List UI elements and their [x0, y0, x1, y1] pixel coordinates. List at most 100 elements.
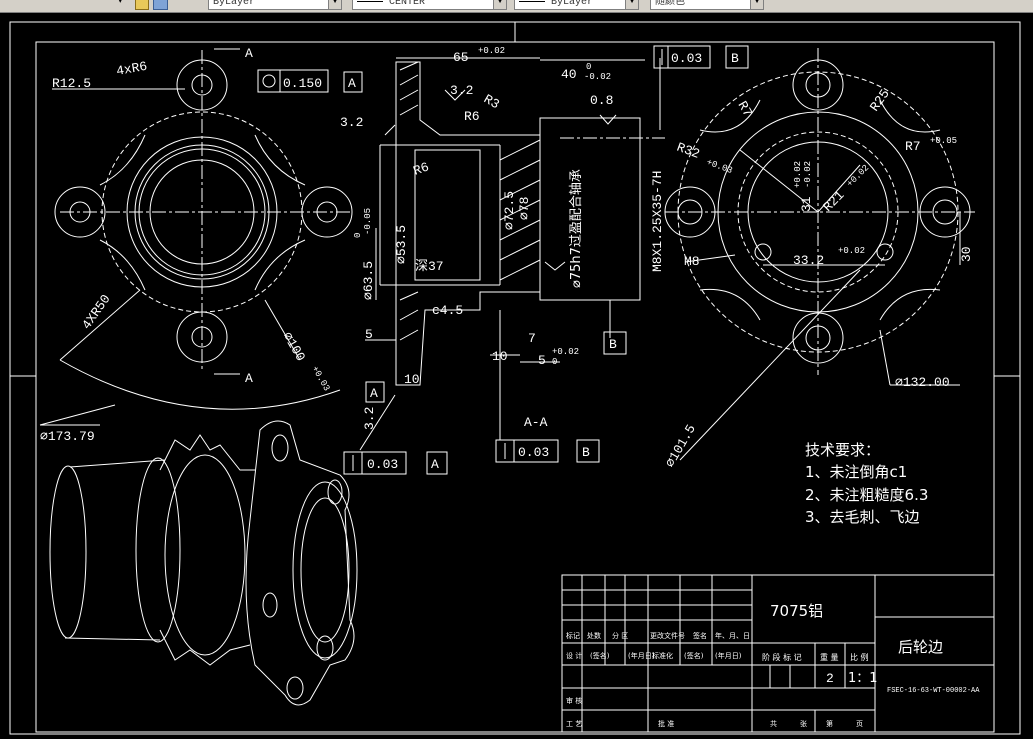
chevron-down-icon[interactable]: ▼	[328, 0, 341, 9]
flange-notch	[699, 99, 941, 321]
dim-tolerance: 0	[586, 62, 591, 72]
dim-text: R12.5	[52, 76, 91, 91]
dim-text: 4xR6	[115, 59, 148, 79]
dim-text: R7	[735, 99, 756, 120]
dim-text: 31	[799, 196, 814, 212]
linetype-select[interactable]: CENTER▼	[352, 0, 507, 10]
tb-cell: (年月日)	[628, 651, 655, 660]
layer-state-icon[interactable]	[135, 0, 149, 10]
tb-cell: 批 准	[658, 719, 674, 728]
front-view-left	[39, 48, 353, 426]
note-item: 3、去毛刺、飞边	[805, 508, 920, 526]
roughness-symbol	[384, 89, 617, 271]
tol-leader	[359, 394, 396, 451]
dim-text: R6	[464, 109, 480, 124]
dim-text: ⌀132.00	[895, 375, 950, 390]
tb-cell: 工 艺	[566, 720, 582, 728]
dim-text: 10	[492, 349, 508, 364]
dim-text: 7	[528, 331, 536, 346]
dim-text: R7	[905, 139, 921, 154]
iso-bore-inner	[300, 497, 350, 643]
dim-text: ⌀173.79	[40, 429, 95, 444]
dim-tolerance: -0.02	[584, 72, 611, 82]
dim-text: ⌀72.5	[502, 191, 517, 230]
flatness-value: 0.150	[283, 76, 322, 91]
leader	[39, 404, 116, 426]
view-marker: A	[245, 46, 253, 61]
tb-cell: 共	[770, 719, 777, 728]
iso-flange	[245, 420, 355, 706]
chevron-down-icon[interactable]: ▼	[625, 0, 638, 9]
dim-tolerance: +0.05	[930, 136, 957, 146]
dim-text: R25	[867, 87, 893, 115]
properties-toolbar: ▾ ByLayer▼ CENTER▼ ByLayer▼ 随颜色▼	[0, 0, 1033, 13]
dim-text: ⌀100	[280, 330, 309, 365]
drawing-number: FSEC-16-63-WT-00002-AA	[887, 687, 980, 695]
tolerance-value: 0.03	[671, 51, 702, 66]
tolerance-value: 0.03	[518, 445, 549, 460]
dim-text: 4XR50	[79, 292, 114, 333]
tb-cell: 页	[856, 720, 863, 728]
thread-hole	[876, 243, 894, 261]
dim-text: R21	[820, 188, 847, 215]
chevron-down-icon[interactable]: ▼	[750, 0, 763, 9]
perpendicularity-frame	[653, 45, 711, 69]
dim-tolerance: +0.02	[793, 161, 803, 188]
tb-cell: 审 核	[566, 696, 582, 705]
dim-tolerance: +0.02	[838, 246, 865, 256]
tb-header: 处数	[587, 631, 601, 640]
dim-text: 深37	[415, 259, 444, 274]
flatness-icon	[262, 74, 276, 88]
title-block-frame	[561, 574, 995, 733]
tb-header: 比 例	[850, 652, 869, 662]
note-item: 2、未注粗糙度6.3	[805, 486, 928, 504]
layer-dropdown-arrow[interactable]: ▾	[118, 0, 123, 6]
dim-tolerance: +0.03	[309, 365, 331, 393]
tb-cell: 设 计	[566, 651, 582, 660]
datum-box	[603, 331, 627, 355]
iso-edge	[64, 459, 166, 641]
datum-box	[426, 451, 448, 475]
dim-tolerance: 0	[353, 233, 363, 238]
iso-rim	[164, 454, 246, 656]
chevron-down-icon[interactable]: ▼	[493, 0, 506, 9]
iso-teeth	[159, 434, 255, 666]
scale-prefix: 2	[826, 671, 834, 686]
view-marker: A	[245, 371, 253, 386]
title-block	[561, 574, 995, 733]
dim-text: R6	[411, 159, 431, 178]
flange-notch	[99, 134, 306, 291]
leader	[679, 269, 861, 461]
color-select[interactable]: 随颜色▼	[650, 0, 764, 10]
material: 7075铝	[770, 602, 823, 620]
thread-hole	[754, 243, 772, 261]
datum-box	[576, 439, 600, 463]
datum-label: B	[731, 51, 739, 66]
thread-note: M8X1.25X35-7H	[650, 171, 665, 272]
drawing-canvas[interactable]: A A R12.5 4xR6 4XR50 ⌀173.79 ⌀100 +0.03 …	[0, 13, 1033, 739]
dim-text: 65	[453, 50, 469, 65]
tb-cell: (签名)	[684, 651, 704, 660]
dim-tolerance: 0	[552, 357, 557, 367]
dim-text: 10	[404, 372, 420, 387]
dim-tolerance: +0.02	[552, 347, 579, 357]
dim-tolerance: -0.02	[803, 161, 813, 188]
dim-text: 5	[538, 353, 546, 368]
perpendicularity-frame	[495, 439, 559, 463]
layer-stack-icon[interactable]	[153, 0, 168, 10]
tolerance-value: 0.03	[367, 457, 398, 472]
layer-select[interactable]: ByLayer▼	[208, 0, 342, 10]
bore	[414, 149, 481, 281]
fit-note: ⌀75h7过盈配合轴承	[569, 169, 584, 288]
dim-text: ⌀63.5	[361, 261, 376, 300]
roughness-value: 0.8	[590, 93, 613, 108]
datum-label: B	[609, 337, 617, 352]
tb-cell: (签名)	[590, 651, 610, 660]
lineweight-select[interactable]: ByLayer▼	[514, 0, 639, 10]
dim-tolerance: +0.03	[705, 157, 734, 176]
hatching	[399, 61, 541, 341]
dim-tolerance: -0.05	[363, 208, 373, 235]
iso-face	[49, 465, 87, 639]
tb-header: 阶 段 标 记	[762, 652, 802, 662]
iso-face	[135, 457, 181, 643]
